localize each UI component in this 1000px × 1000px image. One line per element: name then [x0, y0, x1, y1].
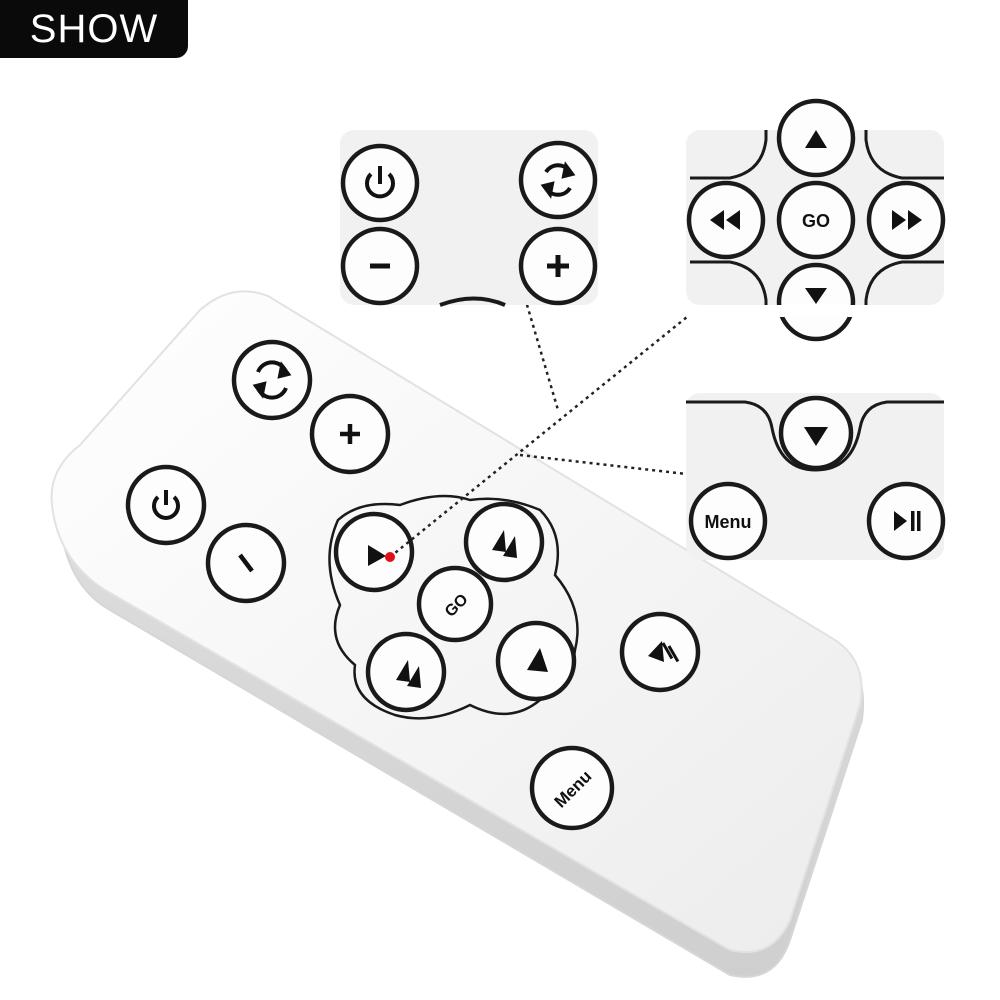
remote-menu-button[interactable]: Menu [529, 745, 615, 831]
callout-volume-power [340, 130, 598, 307]
show-badge: SHOW [0, 0, 188, 58]
remote-minus-button[interactable] [205, 522, 287, 604]
remote-go-button[interactable]: GO [416, 565, 494, 643]
show-badge-label: SHOW [29, 6, 159, 51]
callout-power-button[interactable] [340, 143, 420, 223]
callout-go-button[interactable]: GO [776, 180, 856, 260]
callout-fast-forward-button[interactable] [866, 180, 946, 260]
callout-repeat-button[interactable] [518, 140, 598, 220]
remote-plus-button[interactable] [309, 393, 391, 475]
repeat-icon [252, 360, 292, 400]
down-arrow-icon [805, 288, 827, 304]
callout-menu-play: Menu [686, 393, 946, 561]
remote-down-button[interactable] [495, 620, 577, 702]
up-arrow-icon [368, 545, 386, 566]
remote-up-button[interactable] [333, 511, 415, 593]
plus-icon [340, 424, 360, 444]
callout-menu-label: Menu [705, 512, 752, 532]
remote-power-button[interactable] [125, 464, 207, 546]
callout-minus-button[interactable] [340, 226, 420, 306]
callout-pointers [389, 297, 709, 558]
power-icon [365, 166, 395, 199]
play-pause-icon [648, 641, 680, 663]
pointer-dot [385, 552, 395, 562]
callout-up-button[interactable] [776, 98, 856, 178]
fast-forward-icon [492, 530, 517, 558]
callout-go-label: GO [802, 211, 830, 231]
plus-icon [547, 255, 569, 277]
rewind-icon [396, 660, 421, 688]
down-arrow-icon [527, 648, 548, 672]
rewind-icon [710, 210, 740, 230]
remote-fast-forward-button[interactable] [463, 501, 545, 583]
up-arrow-icon [805, 130, 827, 148]
down-arrow-icon [804, 427, 828, 446]
minus-icon [238, 553, 254, 573]
remote-rewind-button[interactable] [365, 631, 447, 713]
callout-menu-button[interactable]: Menu [688, 481, 768, 561]
fast-forward-icon [892, 210, 922, 230]
play-pause-icon [894, 511, 921, 531]
callout-play-pause-button[interactable] [866, 481, 946, 561]
repeat-icon [540, 161, 576, 199]
callout-down-button-2[interactable] [778, 395, 854, 471]
remote-play-pause-button[interactable] [619, 611, 701, 693]
callout-dpad: GO [686, 98, 946, 342]
callout-plus-button[interactable] [518, 226, 598, 306]
power-icon [152, 490, 180, 520]
callout-rewind-button[interactable] [686, 180, 766, 260]
remote-repeat-button[interactable] [231, 339, 313, 421]
callout-down-button[interactable] [776, 262, 856, 342]
